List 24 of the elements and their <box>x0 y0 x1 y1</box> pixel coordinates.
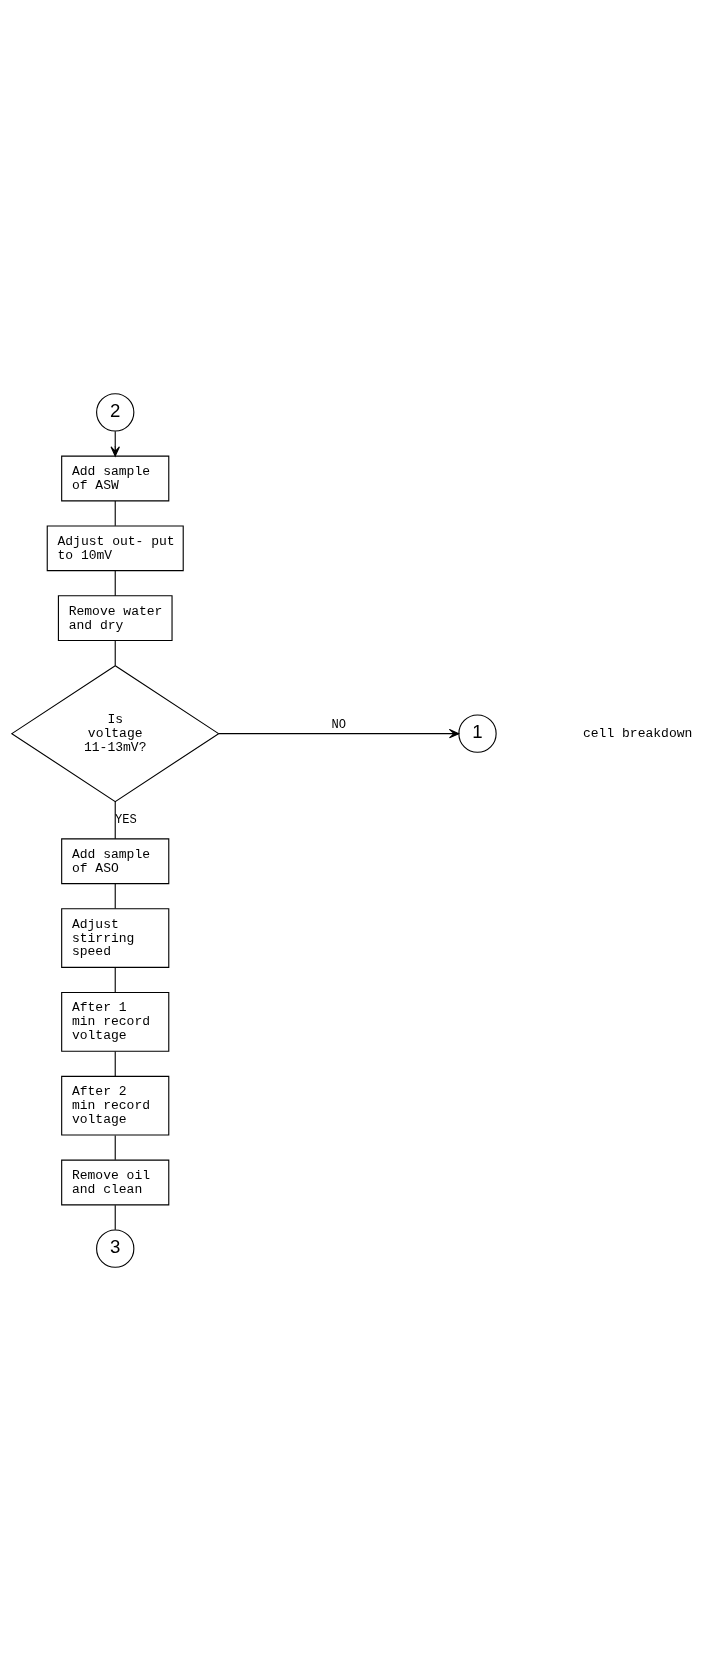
connector <box>114 882 116 909</box>
node-box: Remove water and dry <box>57 594 173 641</box>
node-box: Adjust out- put to 10mV <box>46 524 184 571</box>
connector <box>114 800 116 839</box>
connector <box>114 1204 116 1230</box>
connector <box>114 639 116 666</box>
node-box: Adjust stirring speed <box>61 907 170 968</box>
arrow <box>218 728 460 738</box>
node-circle: 1 <box>458 713 497 753</box>
connector <box>114 966 116 993</box>
node-box: Add sample of ASO <box>61 837 170 884</box>
label: cell breakdown <box>583 725 693 741</box>
node-box: After 1 min record voltage <box>61 991 170 1052</box>
connector <box>114 499 116 526</box>
node-diamond: Is voltage 11-13mV? <box>10 664 220 802</box>
connector <box>114 569 116 596</box>
connector <box>114 1134 116 1160</box>
node-box: Add sample of ASW <box>61 455 170 501</box>
node-circle: 3 <box>96 1228 135 1268</box>
node-box: After 2 min record voltage <box>61 1075 170 1136</box>
node-circle: 2 <box>96 392 135 432</box>
connector <box>114 1050 116 1077</box>
node-box: Remove oil and clean <box>61 1159 170 1205</box>
edge-label: NO <box>331 717 346 731</box>
